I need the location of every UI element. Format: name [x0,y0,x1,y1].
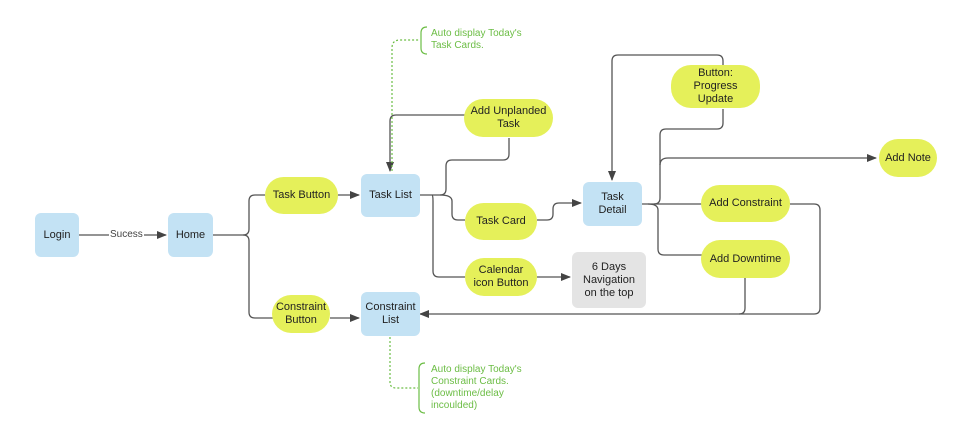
node-progress-update-label: Button: Progress Update [693,67,738,105]
node-task-card: Task Card [465,203,537,240]
node-calendar-icon-button-label: Calendar icon Button [473,264,529,289]
note-bracket-constraint-list [418,362,426,414]
node-add-downtime-label: Add Downtime [709,252,782,265]
node-login: Login [35,213,79,257]
node-task-button-label: Task Button [272,189,331,201]
node-task-button: Task Button [265,177,338,214]
note-connector-task-list [391,39,419,171]
node-six-days-navigation-label: 6 Days Navigation on the top [583,260,635,299]
node-constraint-button: Constraint Button [272,295,330,333]
edge-home-task-button [213,194,265,236]
node-add-unplanded-task: Add Unplanded Task [464,99,553,137]
node-add-constraint-label: Add Constraint [709,197,782,209]
node-task-detail: Task Detail [583,182,642,226]
edge-task-list-task-card [439,194,465,221]
edge-task-detail-add-note [659,154,877,166]
node-task-list-label: Task List [369,189,412,201]
edge-task-detail-progress [642,109,724,205]
note-task-list: Auto display Today's Task Cards. [431,28,522,51]
edge-progress-task-detail [608,54,724,181]
node-home-label: Home [175,228,206,241]
node-calendar-icon-button: Calendar icon Button [465,258,537,296]
node-add-unplanded-task-label: Add Unplanded Task [470,105,547,130]
edge-task-detail-add-downtime [647,203,703,256]
edge-add-constraint-constraint-list [419,203,821,318]
node-add-note-label: Add Note [885,151,931,164]
node-task-detail-label: Task Detail [598,191,627,216]
node-add-note: Add Note [879,139,937,177]
edge-unplanded-task-list [386,114,465,172]
edge-add-downtime-constraint-list [738,277,746,315]
node-task-list: Task List [361,174,420,217]
node-constraint-button-label: Constraint Button [275,301,327,326]
edge-label-sucess: Sucess [109,229,144,240]
edge-task-card-task-detail [537,199,582,221]
node-task-card-label: Task Card [476,215,526,227]
note-bracket-task-list [420,26,428,55]
edge-task-list-unplanded [420,138,510,196]
note-constraint-list: Auto display Today's Constraint Cards. (… [431,364,522,411]
edge-task-list-calendar [431,194,465,278]
node-progress-update: Button: Progress Update [671,65,760,108]
node-login-label: Login [43,228,71,241]
node-constraint-list-label: Constraint List [365,301,416,326]
node-six-days-navigation: 6 Days Navigation on the top [572,252,646,308]
note-connector-constraint-list [389,337,418,389]
node-add-downtime: Add Downtime [701,240,790,278]
node-constraint-list: Constraint List [361,292,420,336]
node-add-constraint: Add Constraint [701,185,790,222]
edge-home-constraint-button [242,234,273,319]
node-home: Home [168,213,213,257]
